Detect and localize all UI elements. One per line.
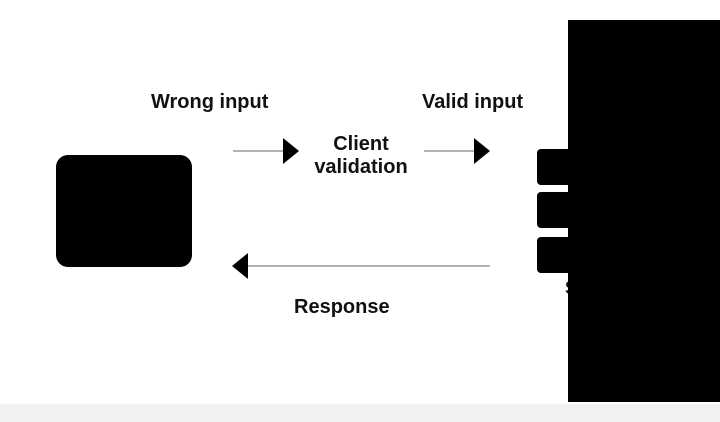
- arrow-response-head: [232, 253, 248, 279]
- server-port-3: [537, 237, 573, 273]
- wrong-input-label: Wrong input: [151, 91, 269, 113]
- arrow-wrong-input-head: [283, 138, 299, 164]
- bottom-band: [0, 404, 720, 422]
- arrow-valid-input: [424, 138, 490, 164]
- arrow-valid-input-head: [474, 138, 490, 164]
- client-validation-line1: Client: [333, 133, 389, 155]
- server-port-1: [537, 149, 573, 185]
- server-block: [568, 20, 720, 402]
- arrow-response: [232, 253, 490, 279]
- arrow-wrong-input: [233, 138, 299, 164]
- server-port-2: [537, 192, 573, 228]
- client-device-block: [56, 155, 192, 267]
- valid-input-label: Valid input: [422, 91, 524, 113]
- client-validation-label: Client validation: [300, 133, 422, 179]
- client-validation-line2: validation: [314, 156, 408, 178]
- response-label: Response: [294, 296, 390, 318]
